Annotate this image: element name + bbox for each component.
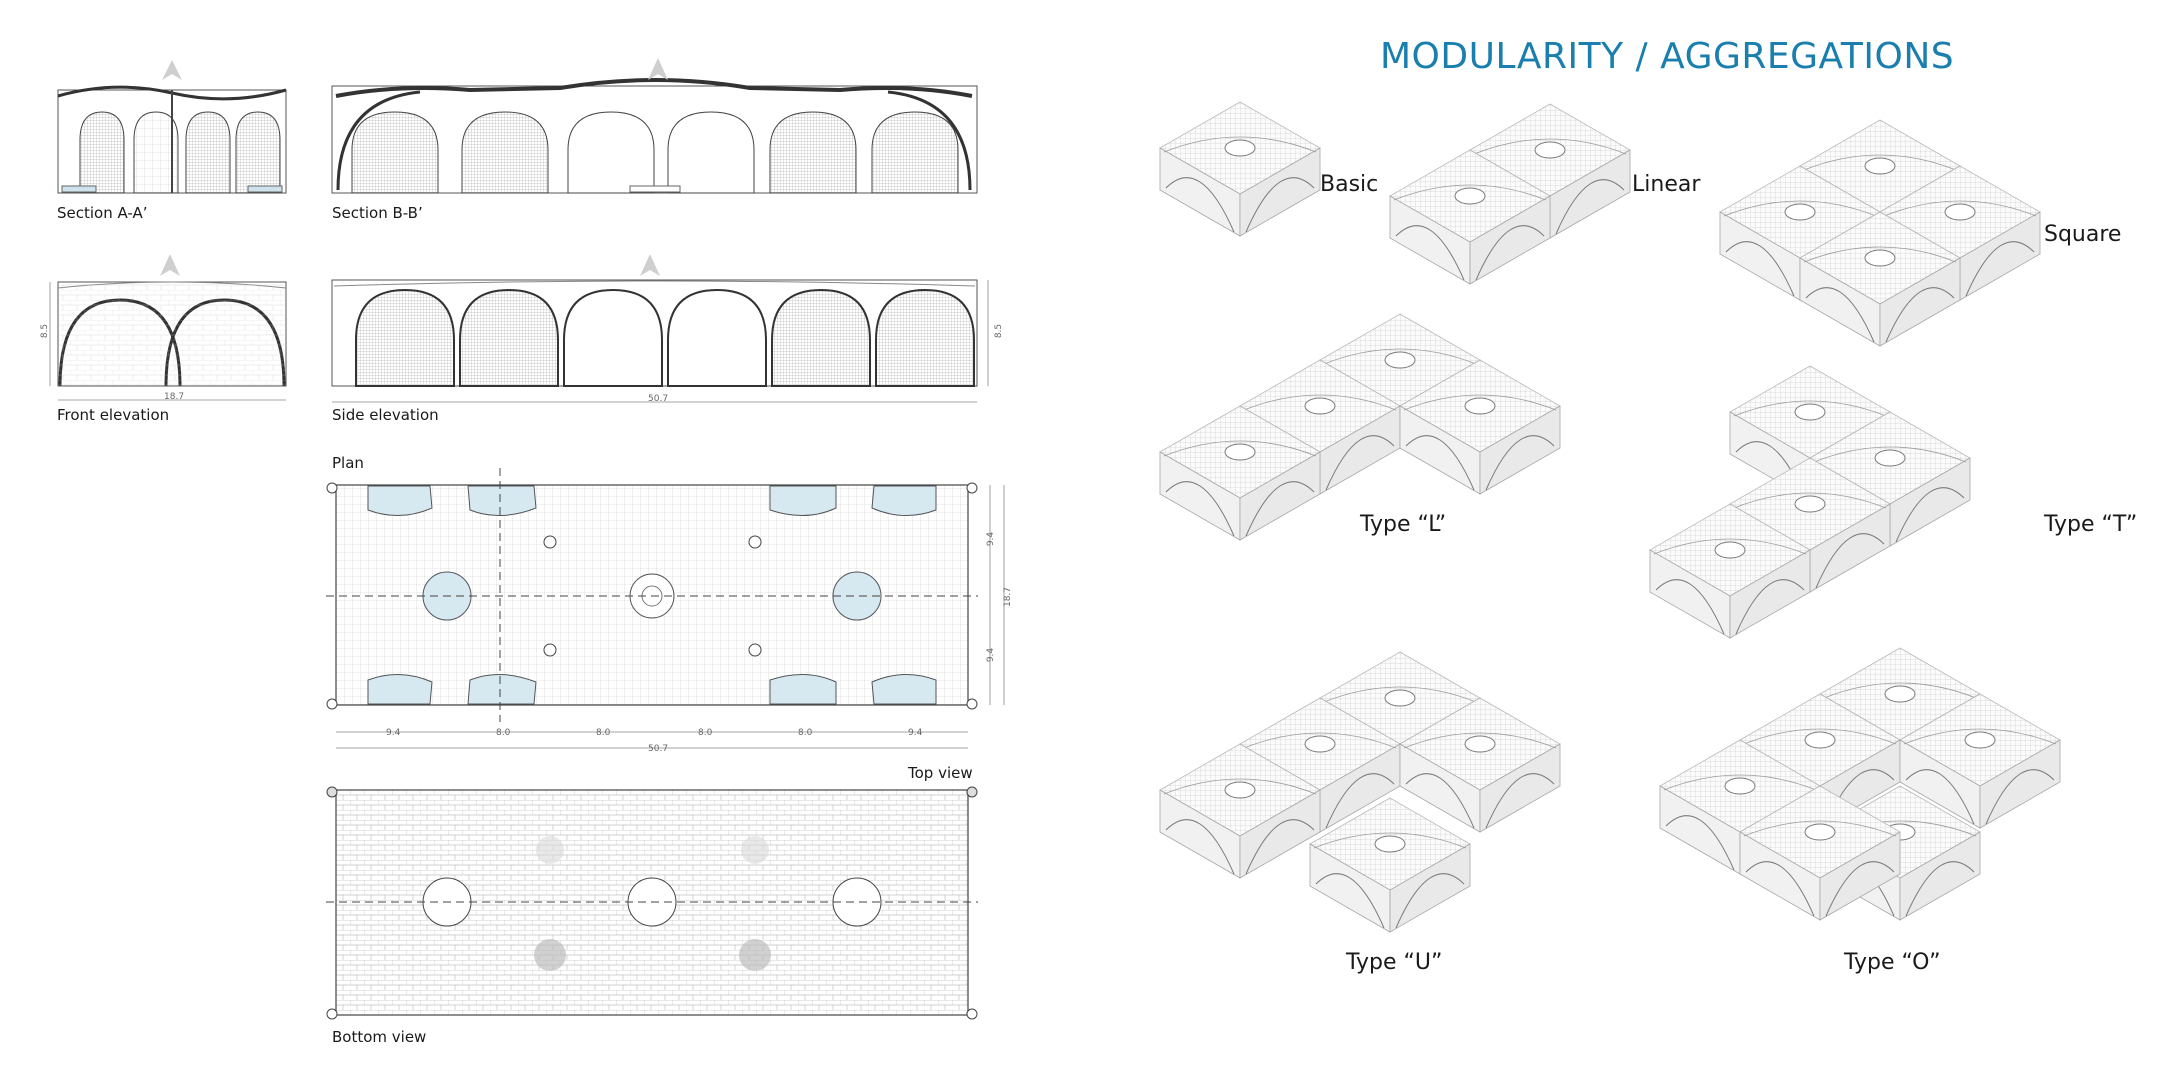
- dim-plan-bay-4: 8.0: [698, 728, 713, 738]
- aggregation-basic: [1159, 101, 1321, 237]
- label-side-elevation: Side elevation: [332, 406, 439, 424]
- page-title: MODULARITY / AGGREGATIONS: [1380, 36, 1955, 77]
- label-section-aa: Section A-A’: [57, 204, 148, 222]
- section-bb-drawing: [331, 58, 978, 194]
- dim-plan-width: 18.7: [1003, 586, 1014, 608]
- aggregation-square: [1719, 119, 2041, 347]
- aggregation-type-u: [1159, 651, 1561, 933]
- label-top-view: Top view: [908, 764, 973, 782]
- dim-plan-half-1: 9.4: [986, 531, 997, 547]
- bottom-view-drawing: [326, 786, 978, 1020]
- aggregation-type-l: [1159, 313, 1561, 541]
- label-plan: Plan: [332, 454, 364, 472]
- dim-plan-bay-2: 8.0: [496, 728, 511, 738]
- aggregation-type-o: [1659, 647, 2061, 921]
- dim-side-length: 50.7: [648, 394, 669, 404]
- label-basic: Basic: [1320, 172, 1379, 197]
- label-type-l: Type “L”: [1360, 512, 1447, 537]
- dim-plan-bay-3: 8.0: [596, 728, 611, 738]
- dim-plan-bay-1: 9.4: [386, 728, 401, 738]
- front-elevation-drawing: [49, 254, 287, 401]
- label-front-elevation: Front elevation: [57, 406, 170, 424]
- label-section-bb: Section B-B’: [332, 204, 423, 222]
- label-type-t: Type “T”: [2044, 512, 2138, 537]
- label-type-o: Type “O”: [1844, 950, 1941, 975]
- label-square: Square: [2044, 222, 2122, 247]
- label-bottom-view: Bottom view: [332, 1028, 427, 1046]
- label-linear: Linear: [1632, 172, 1701, 197]
- section-aa-drawing: [57, 60, 287, 194]
- dim-front-width: 18.7: [164, 392, 185, 402]
- dim-side-height: 8.5: [994, 323, 1005, 339]
- dim-plan-half-2: 9.4: [986, 647, 997, 663]
- dim-plan-bay-6: 9.4: [908, 728, 923, 738]
- label-type-u: Type “U”: [1346, 950, 1443, 975]
- side-elevation-drawing: [331, 254, 989, 403]
- aggregation-linear: [1389, 103, 1631, 285]
- plan-top-view-drawing: [326, 468, 1005, 749]
- dim-plan-total: 50.7: [648, 744, 669, 754]
- dim-front-height: 8.5: [40, 323, 51, 339]
- aggregation-type-t: [1649, 365, 1971, 639]
- dim-plan-bay-5: 8.0: [798, 728, 813, 738]
